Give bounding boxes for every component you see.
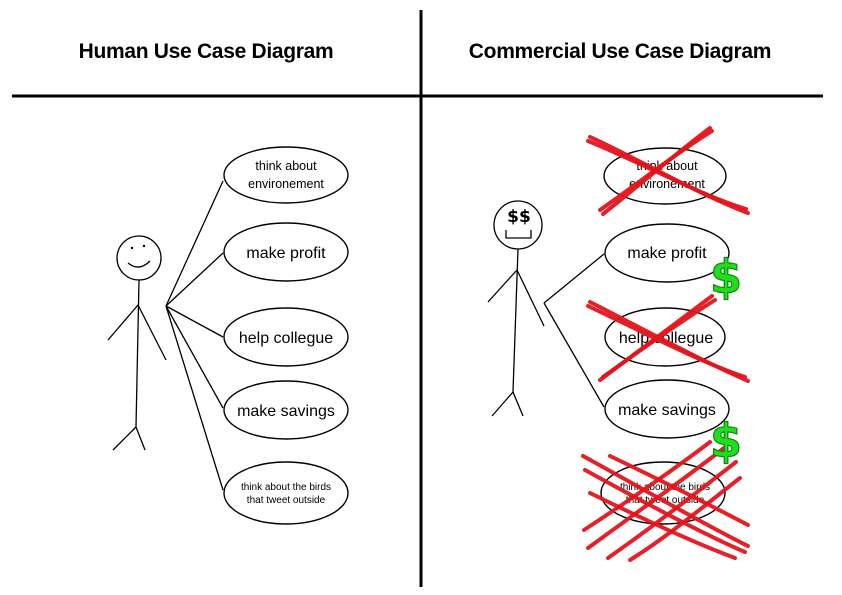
- svg-text:make profit: make profit: [627, 245, 707, 262]
- left-title: Human Use Case Diagram: [79, 40, 334, 63]
- commercial-actor: $$: [487, 200, 545, 417]
- actor-eye-right: [142, 244, 146, 248]
- use-case-make-profit: make profit: [223, 222, 349, 282]
- actor-flat-mouth: [505, 230, 532, 239]
- svg-text:help collegue: help collegue: [239, 330, 333, 347]
- actor-leg-left: [112, 426, 137, 451]
- dollar-sign-savings-icon: $: [710, 414, 742, 468]
- actor-eye-left: [130, 246, 134, 250]
- cross-out-birds-icon: [581, 440, 750, 562]
- actor-smile: [127, 260, 151, 268]
- svg-text:think about the birds: think about the birds: [620, 482, 710, 493]
- right-title: Commercial Use Case Diagram: [469, 40, 771, 63]
- actor-body: [512, 248, 519, 393]
- use-case-help-collegue-crossed: help collegue: [604, 307, 726, 367]
- right-associations: [543, 253, 605, 408]
- svg-text:that tweet outside: that tweet outside: [247, 495, 326, 506]
- cross-out-collegue-icon: [586, 294, 750, 383]
- actor-arm-left: [107, 304, 139, 341]
- actor-leg-right: [135, 426, 146, 451]
- svg-text:environement: environement: [248, 177, 324, 191]
- actor-leg-right: [512, 391, 524, 417]
- svg-text:think about: think about: [255, 159, 317, 173]
- svg-text:make savings: make savings: [618, 402, 716, 419]
- smiley-face-icon: [116, 235, 162, 281]
- left-associations: [165, 180, 224, 491]
- actor-arm-left: [487, 269, 518, 303]
- cross-out-environment-icon: [586, 126, 750, 216]
- dollar-sign-profit-icon: $: [710, 250, 742, 304]
- svg-text:make savings: make savings: [237, 403, 335, 420]
- svg-text:think about the birds: think about the birds: [241, 482, 331, 493]
- money-eyes-icon: $$: [507, 207, 531, 227]
- actor-leg-left: [491, 391, 514, 417]
- svg-text:make profit: make profit: [246, 245, 326, 262]
- actor-body: [135, 279, 140, 428]
- use-case-make-savings: make savings: [223, 380, 349, 440]
- use-case-think-environment: think about environement: [223, 146, 349, 204]
- use-case-help-collegue: help collegue: [223, 307, 349, 367]
- use-case-make-profit-commercial: make profit: [604, 223, 730, 283]
- actor-arm-right: [516, 269, 545, 327]
- actor-arm-right: [137, 304, 167, 361]
- use-case-think-birds: think about the birds that tweet outside: [223, 461, 349, 525]
- human-actor: [107, 235, 167, 451]
- use-case-make-savings-commercial: make savings: [604, 379, 730, 439]
